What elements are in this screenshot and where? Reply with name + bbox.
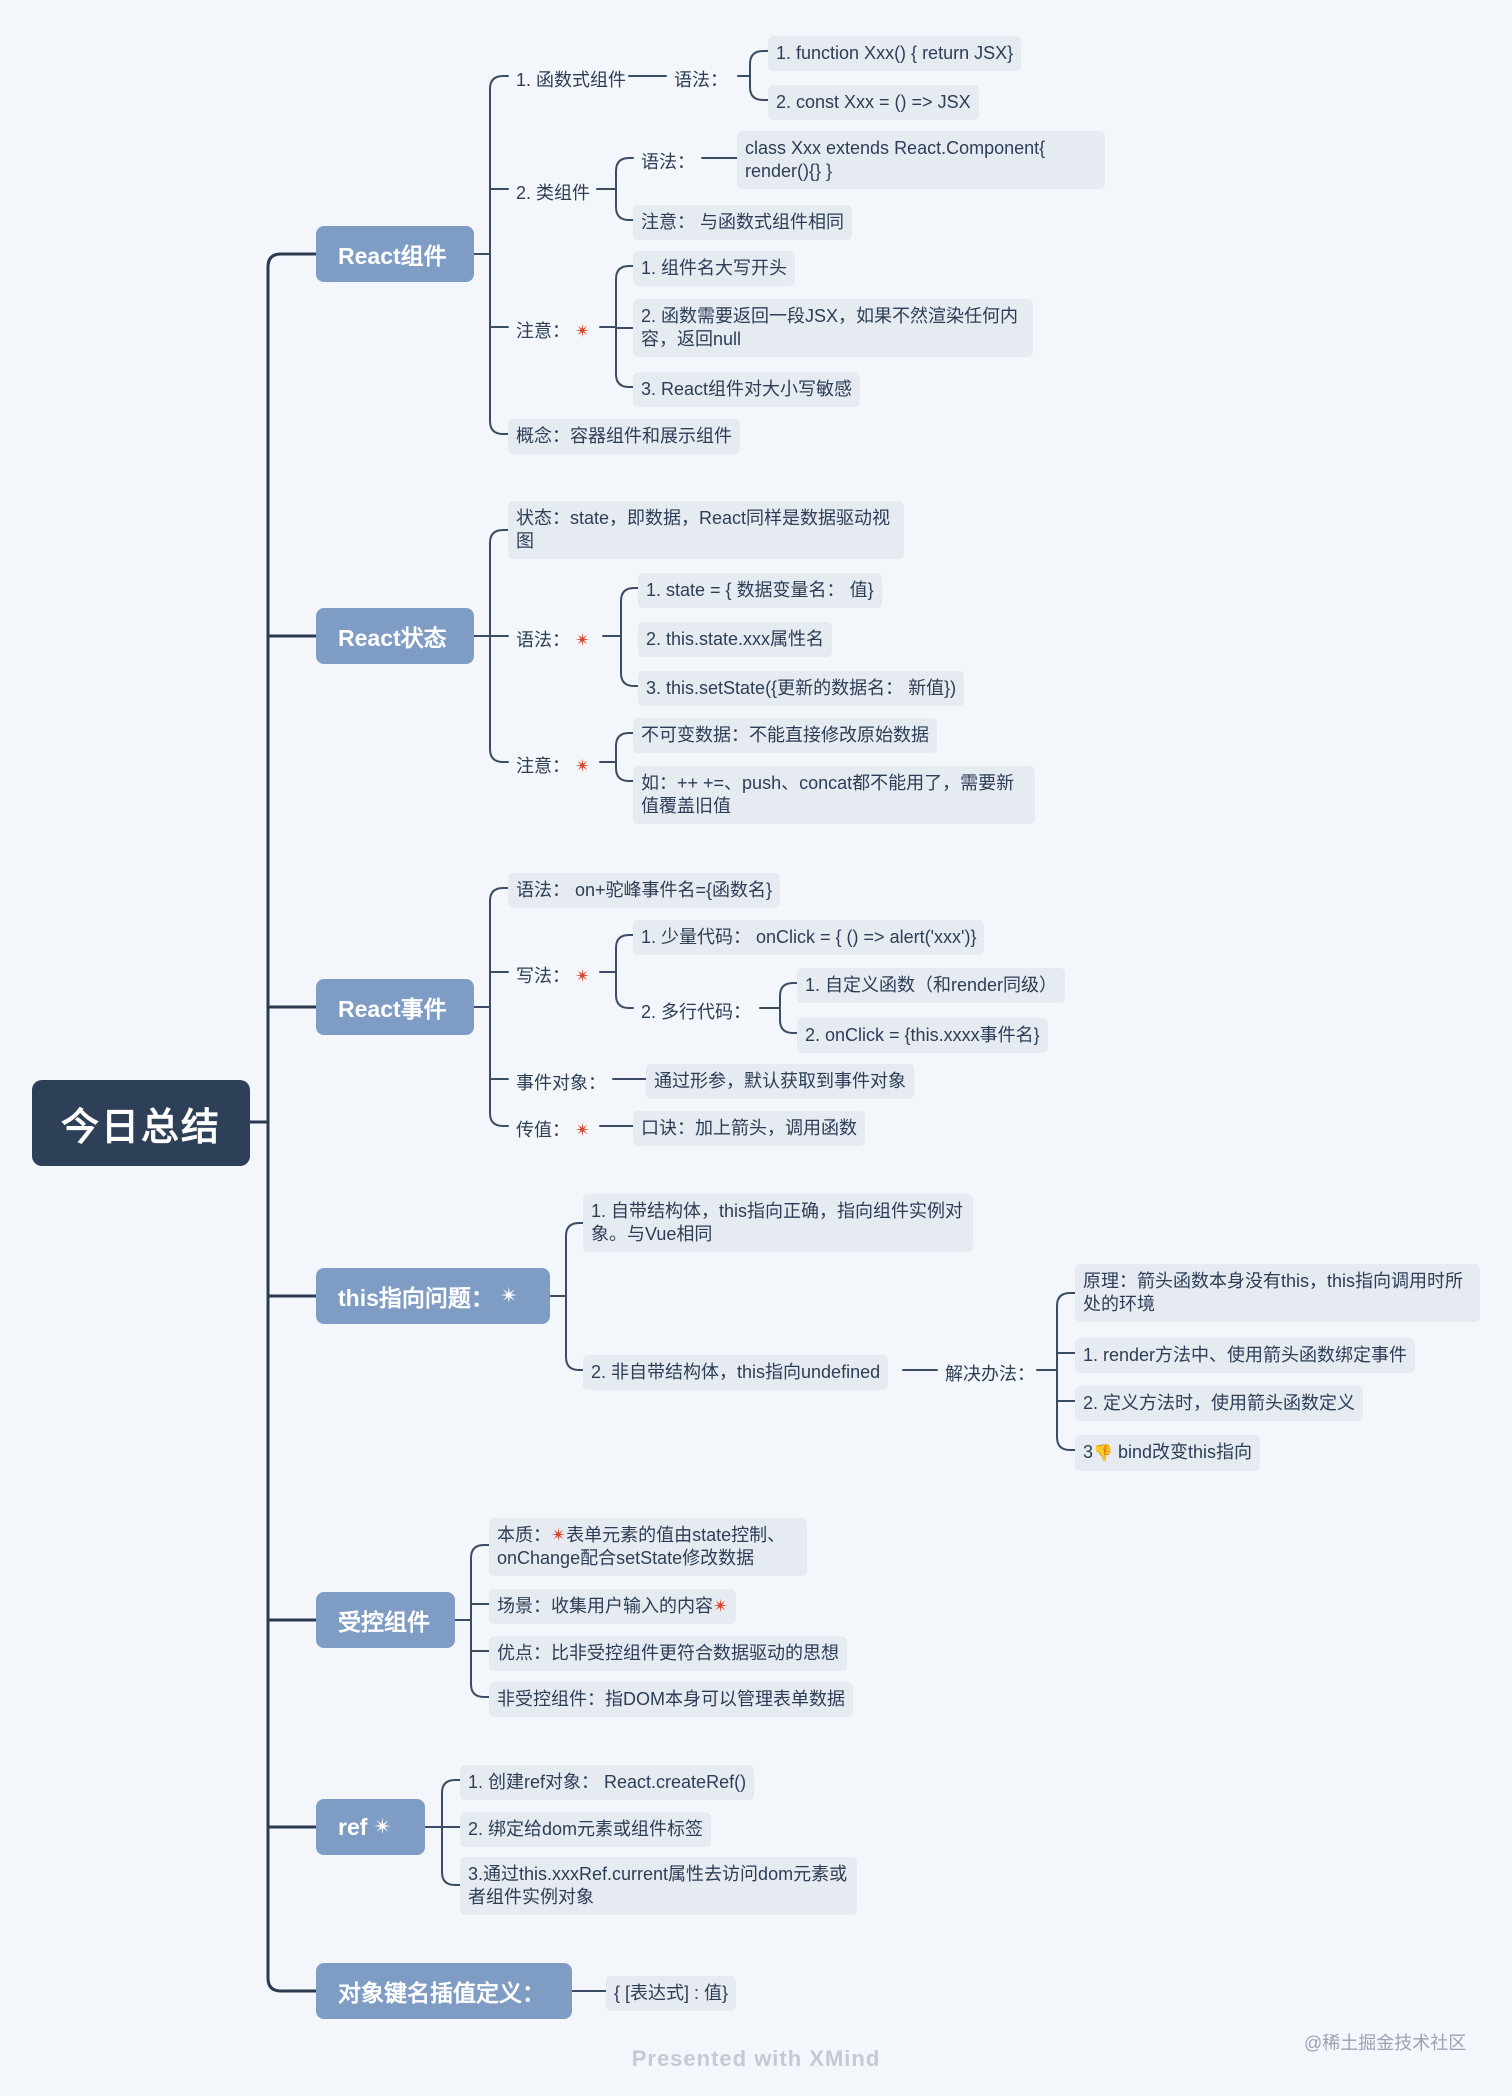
event-syntax[interactable]: 语法： on+驼峰事件名={函数名} xyxy=(508,873,781,908)
ref-create[interactable]: 1. 创建ref对象： React.createRef() xyxy=(460,1765,755,1800)
event-write-2a[interactable]: 1. 自定义函数（和render同级） xyxy=(797,968,1066,1003)
topic-react-event[interactable]: React事件 xyxy=(316,979,474,1035)
watermark: @稀土掘金技术社区 xyxy=(1304,2033,1467,2053)
this-solution-3-text: bind改变this指向 xyxy=(1112,1442,1252,1462)
class-syntax-code[interactable]: class Xxx extends React.Component{ rende… xyxy=(737,131,1105,189)
collision-icon: ✴ xyxy=(575,756,591,776)
event-write-2b[interactable]: 2. onClick = {this.xxxx事件名} xyxy=(797,1018,1048,1053)
controlled-essence-text: 表单元素的值由state控制、onChange配合setState修改数据 xyxy=(497,1525,786,1568)
class-syntax[interactable]: 语法： xyxy=(641,152,695,172)
state-note[interactable]: 注意： ✴ xyxy=(508,749,598,784)
event-write-2[interactable]: 2. 多行代码： xyxy=(641,1002,752,1022)
function-syntax-1[interactable]: 1. function Xxx() { return JSX} xyxy=(768,36,1022,71)
state-note-2[interactable]: 如：++ +=、push、concat都不能用了，需要新值覆盖旧值 xyxy=(633,766,1035,824)
controlled-scene-text: 场景：收集用户输入的内容 xyxy=(497,1596,713,1616)
function-syntax[interactable]: 语法： xyxy=(674,70,728,90)
state-syntax-2[interactable]: 2. this.state.xxx属性名 xyxy=(638,622,833,657)
topic-object-key-interpolation[interactable]: 对象键名插值定义： xyxy=(316,1963,572,2019)
this-solution-3-prefix: 3 xyxy=(1083,1442,1094,1462)
event-object-desc[interactable]: 通过形参，默认获取到事件对象 xyxy=(646,1064,914,1099)
this-principle[interactable]: 原理：箭头函数本身没有this，this指向调用时所处的环境 xyxy=(1075,1264,1480,1322)
topic-this-issue-label: this指向问题： xyxy=(338,1285,494,1311)
footer-presented-with: Presented with XMind xyxy=(631,2046,881,2071)
event-pass-value-desc[interactable]: 口诀：加上箭头，调用函数 xyxy=(633,1111,865,1146)
ref-access[interactable]: 3.通过this.xxxRef.current属性去访问dom元素或者组件实例对… xyxy=(460,1857,857,1915)
collision-icon: ✴ xyxy=(575,321,591,341)
topic-controlled-component[interactable]: 受控组件 xyxy=(316,1592,455,1648)
uncontrolled-component[interactable]: 非受控组件：指DOM本身可以管理表单数据 xyxy=(489,1682,853,1717)
this-issue-1[interactable]: 1. 自带结构体，this指向正确，指向组件实例对象。与Vue相同 xyxy=(583,1194,973,1252)
component-note-label: 注意： xyxy=(516,321,570,341)
function-component[interactable]: 1. 函数式组件 xyxy=(516,70,627,90)
state-syntax-1[interactable]: 1. state = { 数据变量名： 值} xyxy=(638,573,882,608)
this-issue-2[interactable]: 2. 非自带结构体，this指向undefined xyxy=(583,1355,889,1390)
collision-icon: ✴ xyxy=(575,966,591,986)
state-note-1[interactable]: 不可变数据：不能直接修改原始数据 xyxy=(633,718,937,753)
event-pass-value-label: 传值： xyxy=(516,1120,570,1140)
collision-icon: ✴ xyxy=(713,1596,729,1616)
class-component[interactable]: 2. 类组件 xyxy=(516,183,591,203)
state-note-label: 注意： xyxy=(516,756,570,776)
topic-react-state[interactable]: React状态 xyxy=(316,608,474,664)
topic-react-component[interactable]: React组件 xyxy=(316,226,474,282)
collision-icon: ✴ xyxy=(575,1120,591,1140)
topic-this-issue[interactable]: this指向问题：✴ xyxy=(316,1268,550,1324)
this-solution-2[interactable]: 2. 定义方法时，使用箭头函数定义 xyxy=(1075,1386,1364,1421)
collision-icon: ✴ xyxy=(499,1283,519,1308)
this-solution-3[interactable]: 3👎 bind改变this指向 xyxy=(1075,1435,1260,1471)
state-desc[interactable]: 状态：state，即数据，React同样是数据驱动视图 xyxy=(508,501,904,559)
root-topic[interactable]: 今日总结 xyxy=(32,1080,250,1166)
collision-icon: ✴ xyxy=(575,630,591,650)
class-note[interactable]: 注意： 与函数式组件相同 xyxy=(633,205,852,240)
component-concept[interactable]: 概念：容器组件和展示组件 xyxy=(508,419,740,454)
event-object[interactable]: 事件对象： xyxy=(516,1073,606,1093)
controlled-essence[interactable]: 本质：✴表单元素的值由state控制、onChange配合setState修改数… xyxy=(489,1518,807,1576)
event-write-1[interactable]: 1. 少量代码： onClick = { () => alert('xxx')} xyxy=(633,920,985,955)
state-syntax[interactable]: 语法： ✴ xyxy=(508,623,598,658)
event-write-label: 写法： xyxy=(516,966,570,986)
component-note-2[interactable]: 2. 函数需要返回一段JSX，如果不然渲染任何内容，返回null xyxy=(633,299,1033,357)
object-key-syntax[interactable]: { [表达式] : 值} xyxy=(606,1976,737,2011)
this-solution[interactable]: 解决办法： xyxy=(945,1364,1035,1384)
component-note-3[interactable]: 3. React组件对大小写敏感 xyxy=(633,372,861,407)
function-syntax-2[interactable]: 2. const Xxx = () => JSX xyxy=(768,85,979,120)
component-note-1[interactable]: 1. 组件名大写开头 xyxy=(633,251,796,286)
state-syntax-label: 语法： xyxy=(516,630,570,650)
component-note[interactable]: 注意： ✴ xyxy=(508,314,598,349)
controlled-essence-prefix: 本质： xyxy=(497,1525,551,1545)
state-syntax-3[interactable]: 3. this.setState({更新的数据名： 新值}) xyxy=(638,671,965,706)
controlled-scene[interactable]: 场景：收集用户输入的内容✴ xyxy=(489,1589,737,1624)
this-solution-1[interactable]: 1. render方法中、使用箭头函数绑定事件 xyxy=(1075,1338,1416,1373)
controlled-merit[interactable]: 优点：比非受控组件更符合数据驱动的思想 xyxy=(489,1636,847,1671)
collision-icon: ✴ xyxy=(551,1525,567,1545)
topic-ref-label: ref xyxy=(338,1813,368,1840)
collision-icon: ✴ xyxy=(373,1814,392,1839)
topic-ref[interactable]: ref✴ xyxy=(316,1799,425,1855)
ref-bind[interactable]: 2. 绑定给dom元素或组件标签 xyxy=(460,1812,712,1847)
event-pass-value[interactable]: 传值： ✴ xyxy=(508,1113,598,1148)
thumbs-down-icon: 👎 xyxy=(1093,1445,1113,1462)
event-write[interactable]: 写法： ✴ xyxy=(508,959,598,994)
